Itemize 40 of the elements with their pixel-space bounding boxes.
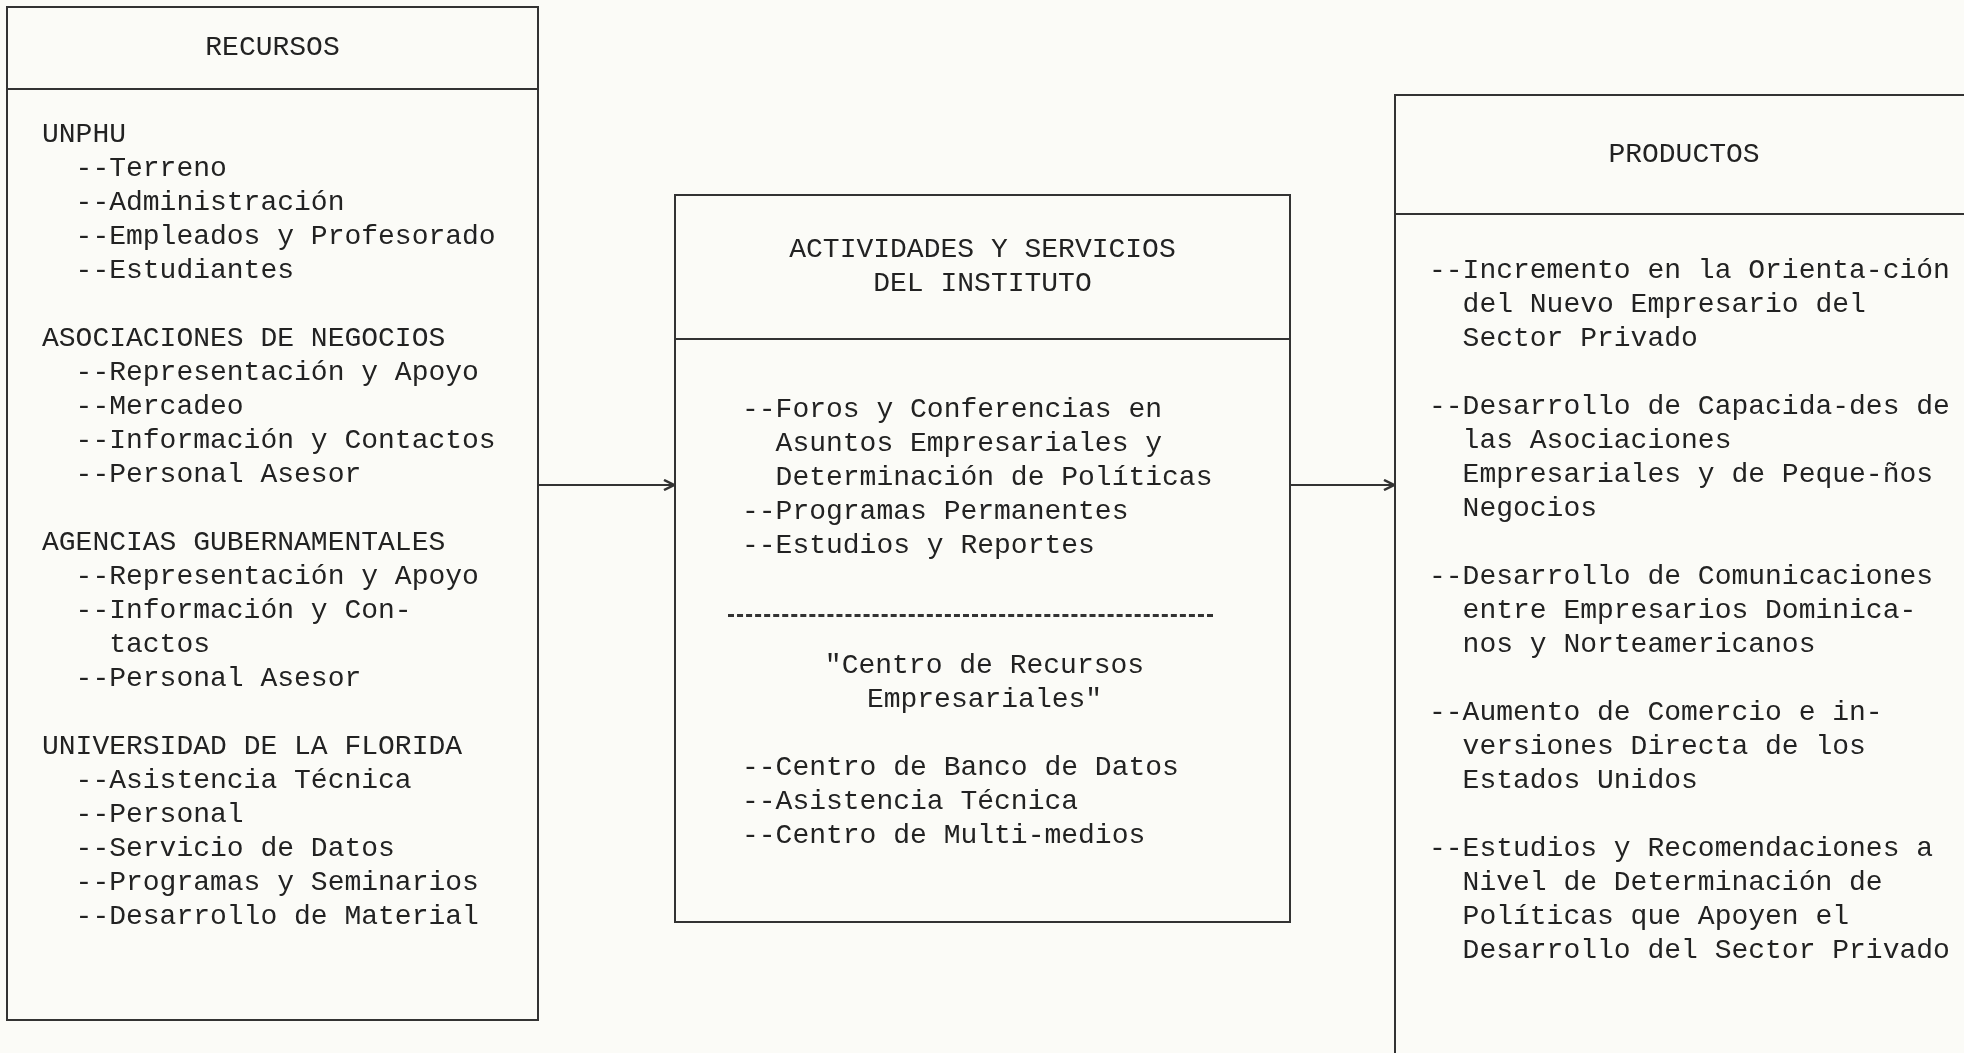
list-item: --Incremento en la Orienta-ción del Nuevo Empresario del Sector Privado (1429, 254, 1950, 356)
box-heading: PRODUCTOS (1607, 137, 1761, 172)
list-box (6, 6, 539, 1021)
list-item: --Estudiantes (75, 254, 296, 288)
arrow (538, 478, 676, 492)
list-item: --Desarrollo de Capacida-des de las Asociaciones Empresariales y de Peque-ños Negocios (1429, 390, 1950, 526)
list-item: --Foros y Conferencias en Asuntos Empresariales y Determinación de Políticas (742, 393, 1213, 495)
list-item: --Desarrollo de Material (75, 900, 480, 934)
list-item: --Personal Asesor (75, 458, 363, 492)
section-heading: UNIVERSIDAD DE LA FLORIDA (42, 730, 463, 764)
list-item: --Personal Asesor (75, 662, 363, 696)
list-item: --Representación y Apoyo (75, 356, 480, 390)
box-heading: ACTIVIDADES Y SERVICIOS DEL INSTITUTO (788, 233, 1177, 301)
list-box (674, 194, 1291, 923)
section-heading: ASOCIACIONES DE NEGOCIOS (42, 322, 446, 356)
subheading: "Centro de Recursos Empresariales" (823, 649, 1146, 717)
list-item: --Información y Con-tactos (75, 594, 413, 662)
list-item: --Representación y Apoyo (75, 560, 480, 594)
section-heading: AGENCIAS GUBERNAMENTALES (42, 526, 446, 560)
arrow (1290, 478, 1396, 492)
list-item: --Desarrollo de Comunicaciones entre Empresarios Dominica-nos y Norteamericanos (1429, 560, 1935, 662)
list-item: --Empleados y Profesorado (75, 220, 496, 254)
list-item: --Personal (75, 798, 245, 832)
list-item: --Aumento de Comercio e in-versiones Directa de los Estados Unidos (1429, 696, 1884, 798)
list-item: --Programas Permanentes (742, 495, 1130, 529)
list-item: --Terreno (75, 152, 228, 186)
list-item: --Centro de Multi-medios (742, 819, 1147, 853)
section-heading: UNPHU (42, 118, 126, 152)
list-item: --Estudios y Recomendaciones a Nivel de Determinación de Políticas que Apoyen el Desarrollo del Sector Privado (1429, 832, 1950, 968)
list-box (1394, 94, 1964, 1053)
list-item: --Servicio de Datos (75, 832, 396, 866)
list-item: --Estudios y Reportes (742, 529, 1096, 563)
list-item: --Administración (75, 186, 346, 220)
list-item: --Programas y Seminarios (75, 866, 480, 900)
list-item: --Asistencia Técnica (75, 764, 413, 798)
list-item: --Mercadeo (75, 390, 245, 424)
list-item: --Centro de Banco de Datos (742, 751, 1180, 785)
list-item: --Información y Contactos (75, 424, 496, 458)
box-heading: RECURSOS (204, 31, 341, 65)
list-item: --Asistencia Técnica (742, 785, 1080, 819)
